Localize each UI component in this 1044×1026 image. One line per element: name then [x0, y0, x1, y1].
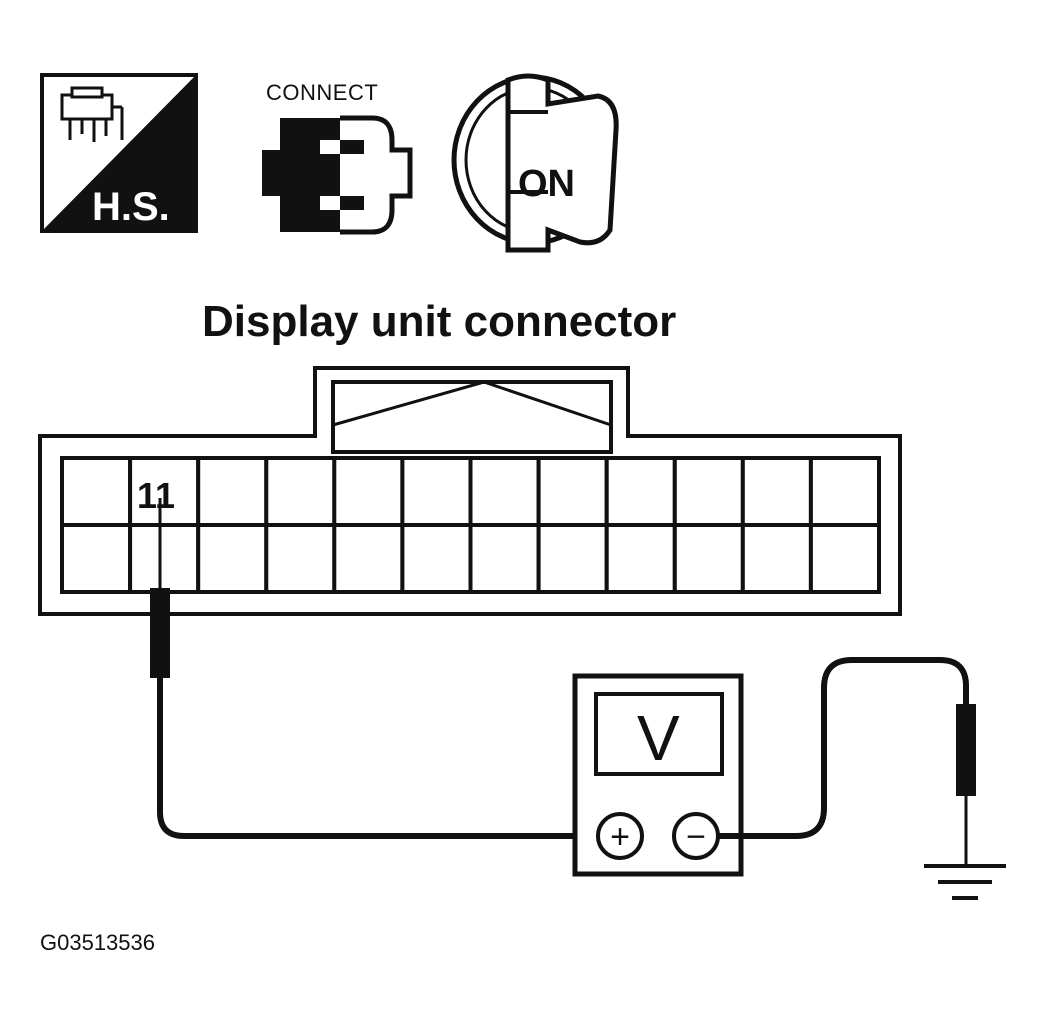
positive-test-lead — [150, 498, 600, 839]
connector-pin-cavity — [672, 456, 745, 527]
connector-pin-cavity — [128, 523, 201, 594]
connector-pin-cavity — [332, 456, 405, 527]
harness-side-icon: H.S. — [40, 73, 198, 233]
connector-pin-cavity — [196, 456, 269, 527]
ignition-key-on-icon: ON — [451, 73, 619, 253]
connector-pin-cavity — [332, 523, 405, 594]
meter-display-unit: V — [637, 702, 680, 774]
negative-terminal-symbol: − — [686, 818, 706, 856]
connector-pin-cavity — [604, 456, 677, 527]
connector-pin-cavity — [468, 523, 541, 594]
harness-side-label: H.S. — [92, 185, 170, 229]
connector-pin-cavity — [60, 523, 133, 594]
connector-pin-cavity — [808, 456, 882, 527]
connector-pin-grid — [60, 456, 882, 594]
display-unit-connector: 11 — [38, 366, 902, 616]
connector-pin-cavity — [264, 456, 337, 527]
connector-pin-cavity — [740, 523, 813, 594]
pin-11-label: 11 — [137, 475, 175, 516]
connector-connect-icon: CONNECT — [262, 80, 413, 235]
connector-pin-cavity — [672, 523, 745, 594]
negative-test-lead — [718, 657, 976, 864]
connector-pin-cavity — [536, 523, 609, 594]
connector-pin-cavity — [468, 456, 541, 527]
connector-pin-cavity — [400, 456, 473, 527]
connect-label: CONNECT — [266, 80, 378, 105]
connector-pin-cavity — [264, 523, 337, 594]
ground-icon — [924, 864, 1006, 900]
voltmeter: V + − — [572, 673, 744, 877]
positive-terminal-symbol: + — [610, 818, 630, 856]
ignition-on-label: ON — [518, 163, 575, 205]
connector-pin-cavity — [60, 456, 133, 527]
connector-pin-cavity — [604, 523, 677, 594]
connector-pin-cavity — [808, 523, 882, 594]
connector-pin-cavity — [740, 456, 813, 527]
connector-pin-cavity — [196, 523, 269, 594]
figure-id: G03513536 — [40, 930, 155, 955]
connector-pin-cavity — [400, 523, 473, 594]
diagram-title: Display unit connector — [202, 297, 676, 346]
connector-pin-cavity — [536, 456, 609, 527]
